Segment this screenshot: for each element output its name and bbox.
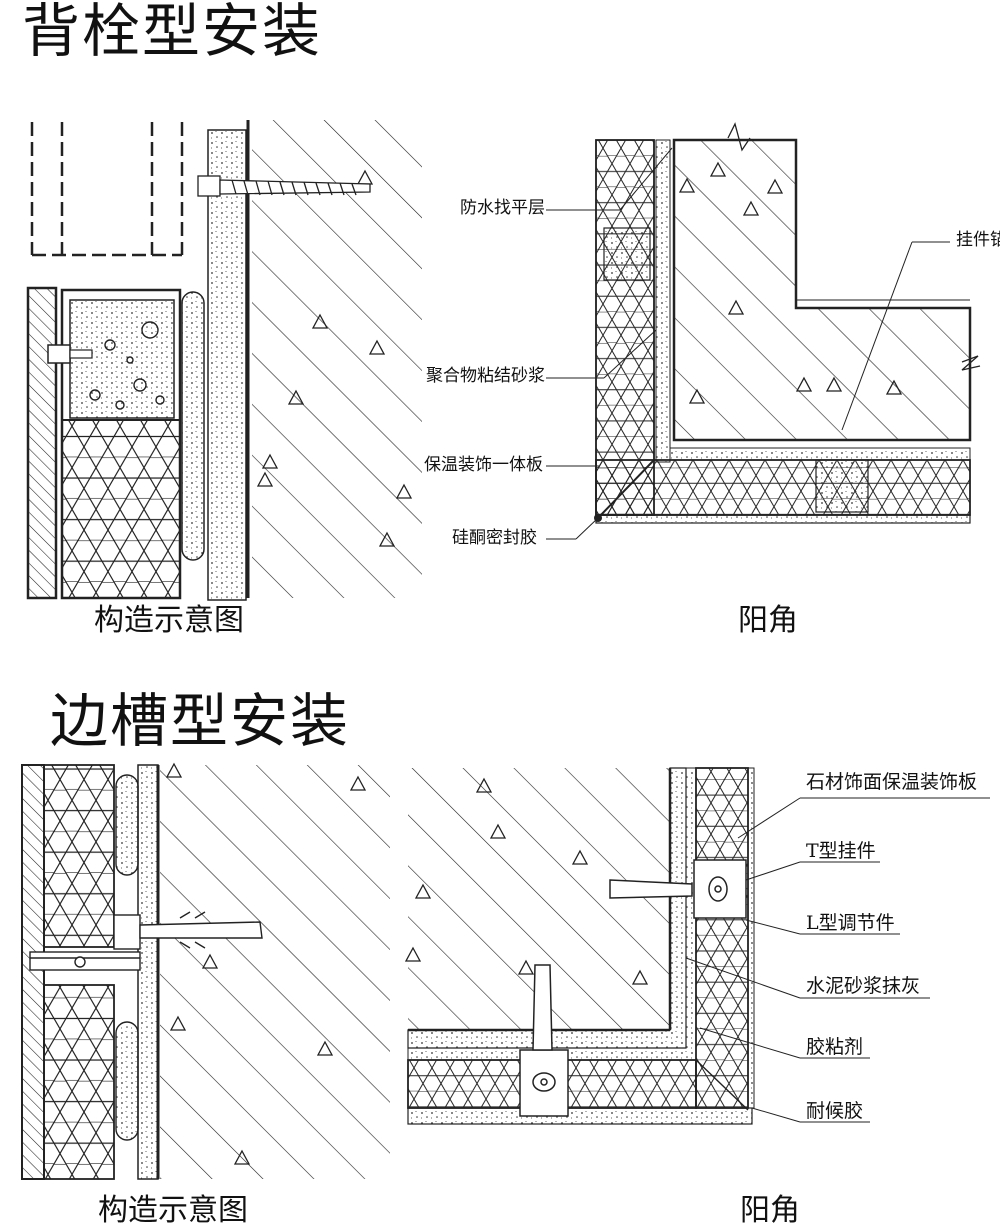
callout-cement-plaster: 水泥砂浆抹灰	[806, 975, 921, 997]
callout-silicone-sealant: 硅酮密封胶	[452, 528, 537, 548]
callout-weather-sealant: 耐候胶	[806, 1100, 864, 1122]
callout-anchor: 挂件锚	[956, 230, 1000, 250]
section2-left-caption: 构造示意图	[98, 1193, 248, 1228]
callout-adhesive: 胶粘剂	[806, 1036, 864, 1058]
callout-stone-panel: 石材饰面保温装饰板	[806, 771, 978, 793]
callout-l-adjuster: L型调节件	[806, 912, 895, 934]
section2-title: 边槽型安装	[50, 687, 351, 755]
section2-construction-diagram	[21, 763, 390, 1180]
section1-right-caption: 阳角	[738, 603, 798, 638]
callout-waterproof-leveling: 防水找平层	[460, 198, 545, 218]
callout-polymer-mortar: 聚合物粘结砂浆	[426, 366, 545, 386]
callout-t-clip: T型挂件	[806, 840, 876, 862]
section1-construction-diagram	[26, 120, 422, 601]
section1-left-caption: 构造示意图	[94, 603, 244, 638]
section1-corner-diagram	[546, 122, 981, 540]
section2-corner-diagram	[405, 767, 990, 1125]
section2-right-caption: 阳角	[740, 1193, 800, 1228]
callout-insulation-panel: 保温装饰一体板	[424, 455, 543, 475]
section1-title: 背栓型安装	[22, 0, 323, 65]
